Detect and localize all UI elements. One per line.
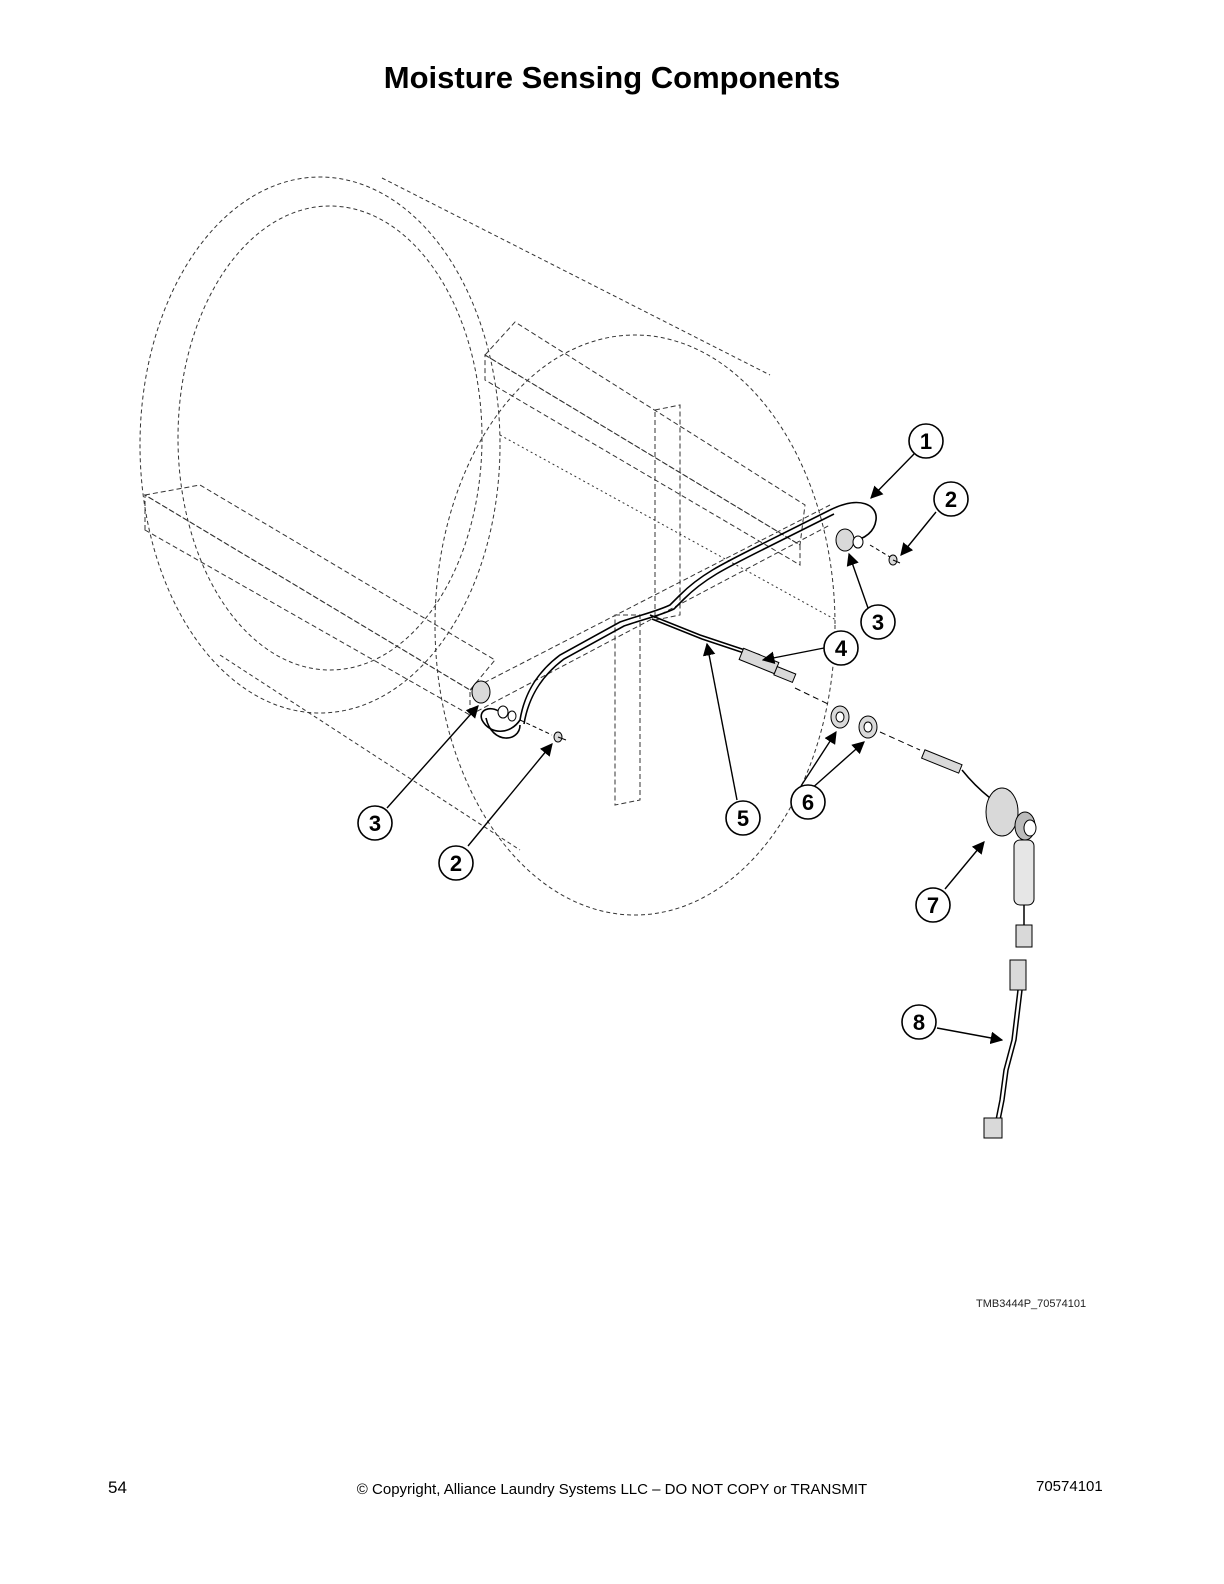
copyright-notice: © Copyright, Alliance Laundry Systems LL… [356,1481,868,1498]
svg-text:8: 8 [913,1010,925,1035]
page-number: 54 [108,1478,127,1497]
svg-text:2: 2 [450,851,462,876]
svg-text:7: 7 [927,893,939,918]
callout-3-left: 3 [357,805,393,841]
svg-text:2: 2 [945,487,957,512]
callout-8: 8 [901,1004,937,1040]
callout-7: 7 [915,887,951,923]
svg-text:3: 3 [369,811,381,836]
svg-text:6: 6 [802,790,814,815]
wire-harness [480,501,877,739]
page-title: Moisture Sensing Components [383,60,841,95]
svg-text:5: 5 [737,806,749,831]
drum-baffle-frame [143,321,831,806]
nuts [830,705,921,751]
sensor-harness [983,959,1027,1139]
callout-6: 6 [790,784,826,820]
svg-text:1: 1 [920,429,932,454]
harness-connector [738,647,831,706]
callout-5: 5 [725,800,761,836]
drum-outline [139,176,837,916]
leader-lines [386,453,1004,1045]
document-number: 70574101 [1036,1478,1103,1495]
figure-code: TMB3444P_70574101 [976,1298,1087,1310]
callout-2-left: 2 [438,845,474,881]
callout-4: 4 [823,630,859,666]
svg-text:3: 3 [872,610,884,635]
sensor-bar-right [835,528,864,552]
callout-3: 3 [860,604,896,640]
sensor-bar-left [471,680,517,722]
sensor-assembly [920,749,1037,948]
svg-text:4: 4 [835,636,848,661]
callout-1: 1 [908,423,944,459]
screw-left [519,719,567,743]
callout-2: 2 [933,481,969,517]
screw-right [869,544,901,566]
